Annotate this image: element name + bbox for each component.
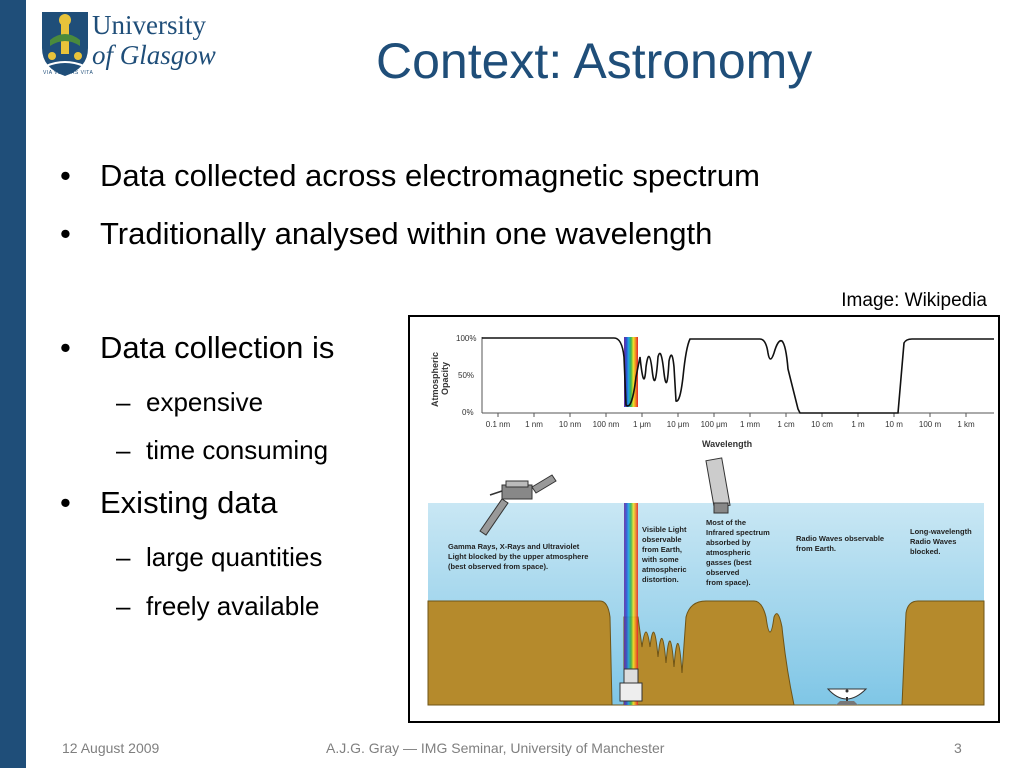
footer-date: 12 August 2009 — [62, 740, 160, 756]
y-tick-label: 0% — [462, 408, 474, 417]
x-axis-label: Wavelength — [702, 439, 752, 449]
university-name-line1: University — [92, 10, 206, 40]
sub-bullet-text: expensive — [146, 387, 264, 417]
annotation-line: from Earth, — [642, 545, 682, 554]
y-tick-label: 50% — [458, 371, 474, 380]
sub-bullet-item: –freely available — [116, 591, 320, 621]
x-tick-label: 1 nm — [525, 420, 543, 429]
annotation-line: observed — [706, 568, 740, 577]
gamma-annotation: Gamma Rays, X-Rays and UltravioletLight … — [448, 542, 588, 571]
visible-light-beam — [624, 503, 638, 705]
university-logo — [40, 10, 240, 82]
x-tick-label: 1 μm — [633, 420, 651, 429]
slide-title: Context: Astronomy — [376, 33, 813, 89]
y-tick-label: 100% — [456, 334, 476, 343]
sub-bullet-item: –expensive — [116, 387, 264, 417]
bullet-item: •Existing data — [60, 485, 278, 520]
annotation-line: atmospheric — [706, 548, 751, 557]
space-telescope-icon — [705, 457, 731, 514]
bullet-item: •Data collected across electromagnetic s… — [60, 158, 760, 193]
annotation-line: Radio Waves — [910, 537, 956, 546]
annotation-line: from space). — [706, 578, 751, 587]
annotation-line: atmospheric — [642, 565, 687, 574]
sub-bullet-text: large quantities — [146, 542, 323, 572]
x-tick-label: 1 km — [957, 420, 975, 429]
annotation-line: from Earth. — [796, 544, 836, 553]
annotation-line: Light blocked by the upper atmosphere — [448, 552, 588, 561]
bullet-item: •Traditionally analysed within one wavel… — [60, 216, 713, 251]
radio-dish-icon — [826, 688, 868, 705]
sub-bullet-text: freely available — [146, 591, 320, 621]
annotation-line: (best observed from space). — [448, 562, 548, 571]
x-tick-label: 100 nm — [593, 420, 620, 429]
bullet-text: Traditionally analysed within one wavele… — [100, 216, 713, 251]
opacity-curve — [482, 337, 994, 414]
x-tick-label: 10 nm — [559, 420, 582, 429]
opacity-figure: Atmospheric Opacity 100% 50% 0% 0.1 nm 1 … — [408, 315, 1000, 723]
bullet-text: Existing data — [100, 485, 278, 520]
ground-profile — [427, 600, 985, 706]
annotation-line: Radio Waves observable — [796, 534, 884, 543]
x-tick-labels: 0.1 nm 1 nm 10 nm 100 nm 1 μm 10 μm 100 μm 1 mm… — [486, 413, 975, 429]
sub-bullet-text: time consuming — [146, 435, 329, 465]
y-axis-label: Opacity — [440, 362, 450, 395]
bullet-text: Data collected across electromagnetic sp… — [100, 158, 760, 193]
x-tick-label: 0.1 nm — [486, 420, 511, 429]
x-tick-label: 10 cm — [811, 420, 833, 429]
x-tick-label: 100 m — [919, 420, 942, 429]
x-tick-label: 1 m — [851, 420, 865, 429]
university-name-line2: of Glasgow — [92, 40, 216, 70]
annotation-line: Infrared spectrum — [706, 528, 770, 537]
left-accent-bar — [0, 0, 26, 768]
annotation-line: Visible Light — [642, 525, 687, 534]
footer-center: A.J.G. Gray — IMG Seminar, University of… — [326, 740, 665, 756]
x-tick-label: 10 μm — [667, 420, 690, 429]
opacity-figure-svg: Atmospheric Opacity 100% 50% 0% 0.1 nm 1 … — [427, 334, 994, 706]
annotation-line: Long-wavelength — [910, 527, 972, 536]
sub-bullet-item: –time consuming — [116, 435, 329, 465]
sub-bullet-item: –large quantities — [116, 542, 323, 572]
x-tick-label: 1 mm — [740, 420, 760, 429]
logo-motto: VIA VERITAS VITA — [43, 70, 94, 76]
bullet-item: •Data collection is — [60, 330, 335, 365]
annotation-line: observable — [642, 535, 682, 544]
annotation-line: with some — [641, 555, 679, 564]
annotation-line: absorbed by — [706, 538, 751, 547]
x-tick-label: 1 cm — [777, 420, 795, 429]
university-name: University of Glasgow — [92, 10, 216, 70]
image-credit: Image: Wikipedia — [841, 290, 987, 311]
x-tick-label: 100 μm — [701, 420, 728, 429]
annotation-line: Most of the — [706, 518, 746, 527]
crest-icon — [42, 12, 88, 76]
annotation-line: Gamma Rays, X-Rays and Ultraviolet — [448, 542, 580, 551]
x-tick-label: 10 m — [885, 420, 903, 429]
annotation-line: distortion. — [642, 575, 679, 584]
ground-telescope-icon — [619, 668, 643, 702]
footer-page-number: 3 — [954, 740, 962, 756]
bullet-text: Data collection is — [100, 330, 335, 365]
y-axis-label: Atmospheric — [430, 352, 440, 407]
satellite-icon — [479, 474, 557, 536]
annotation-line: blocked. — [910, 547, 940, 556]
annotation-line: gasses (best — [706, 558, 752, 567]
